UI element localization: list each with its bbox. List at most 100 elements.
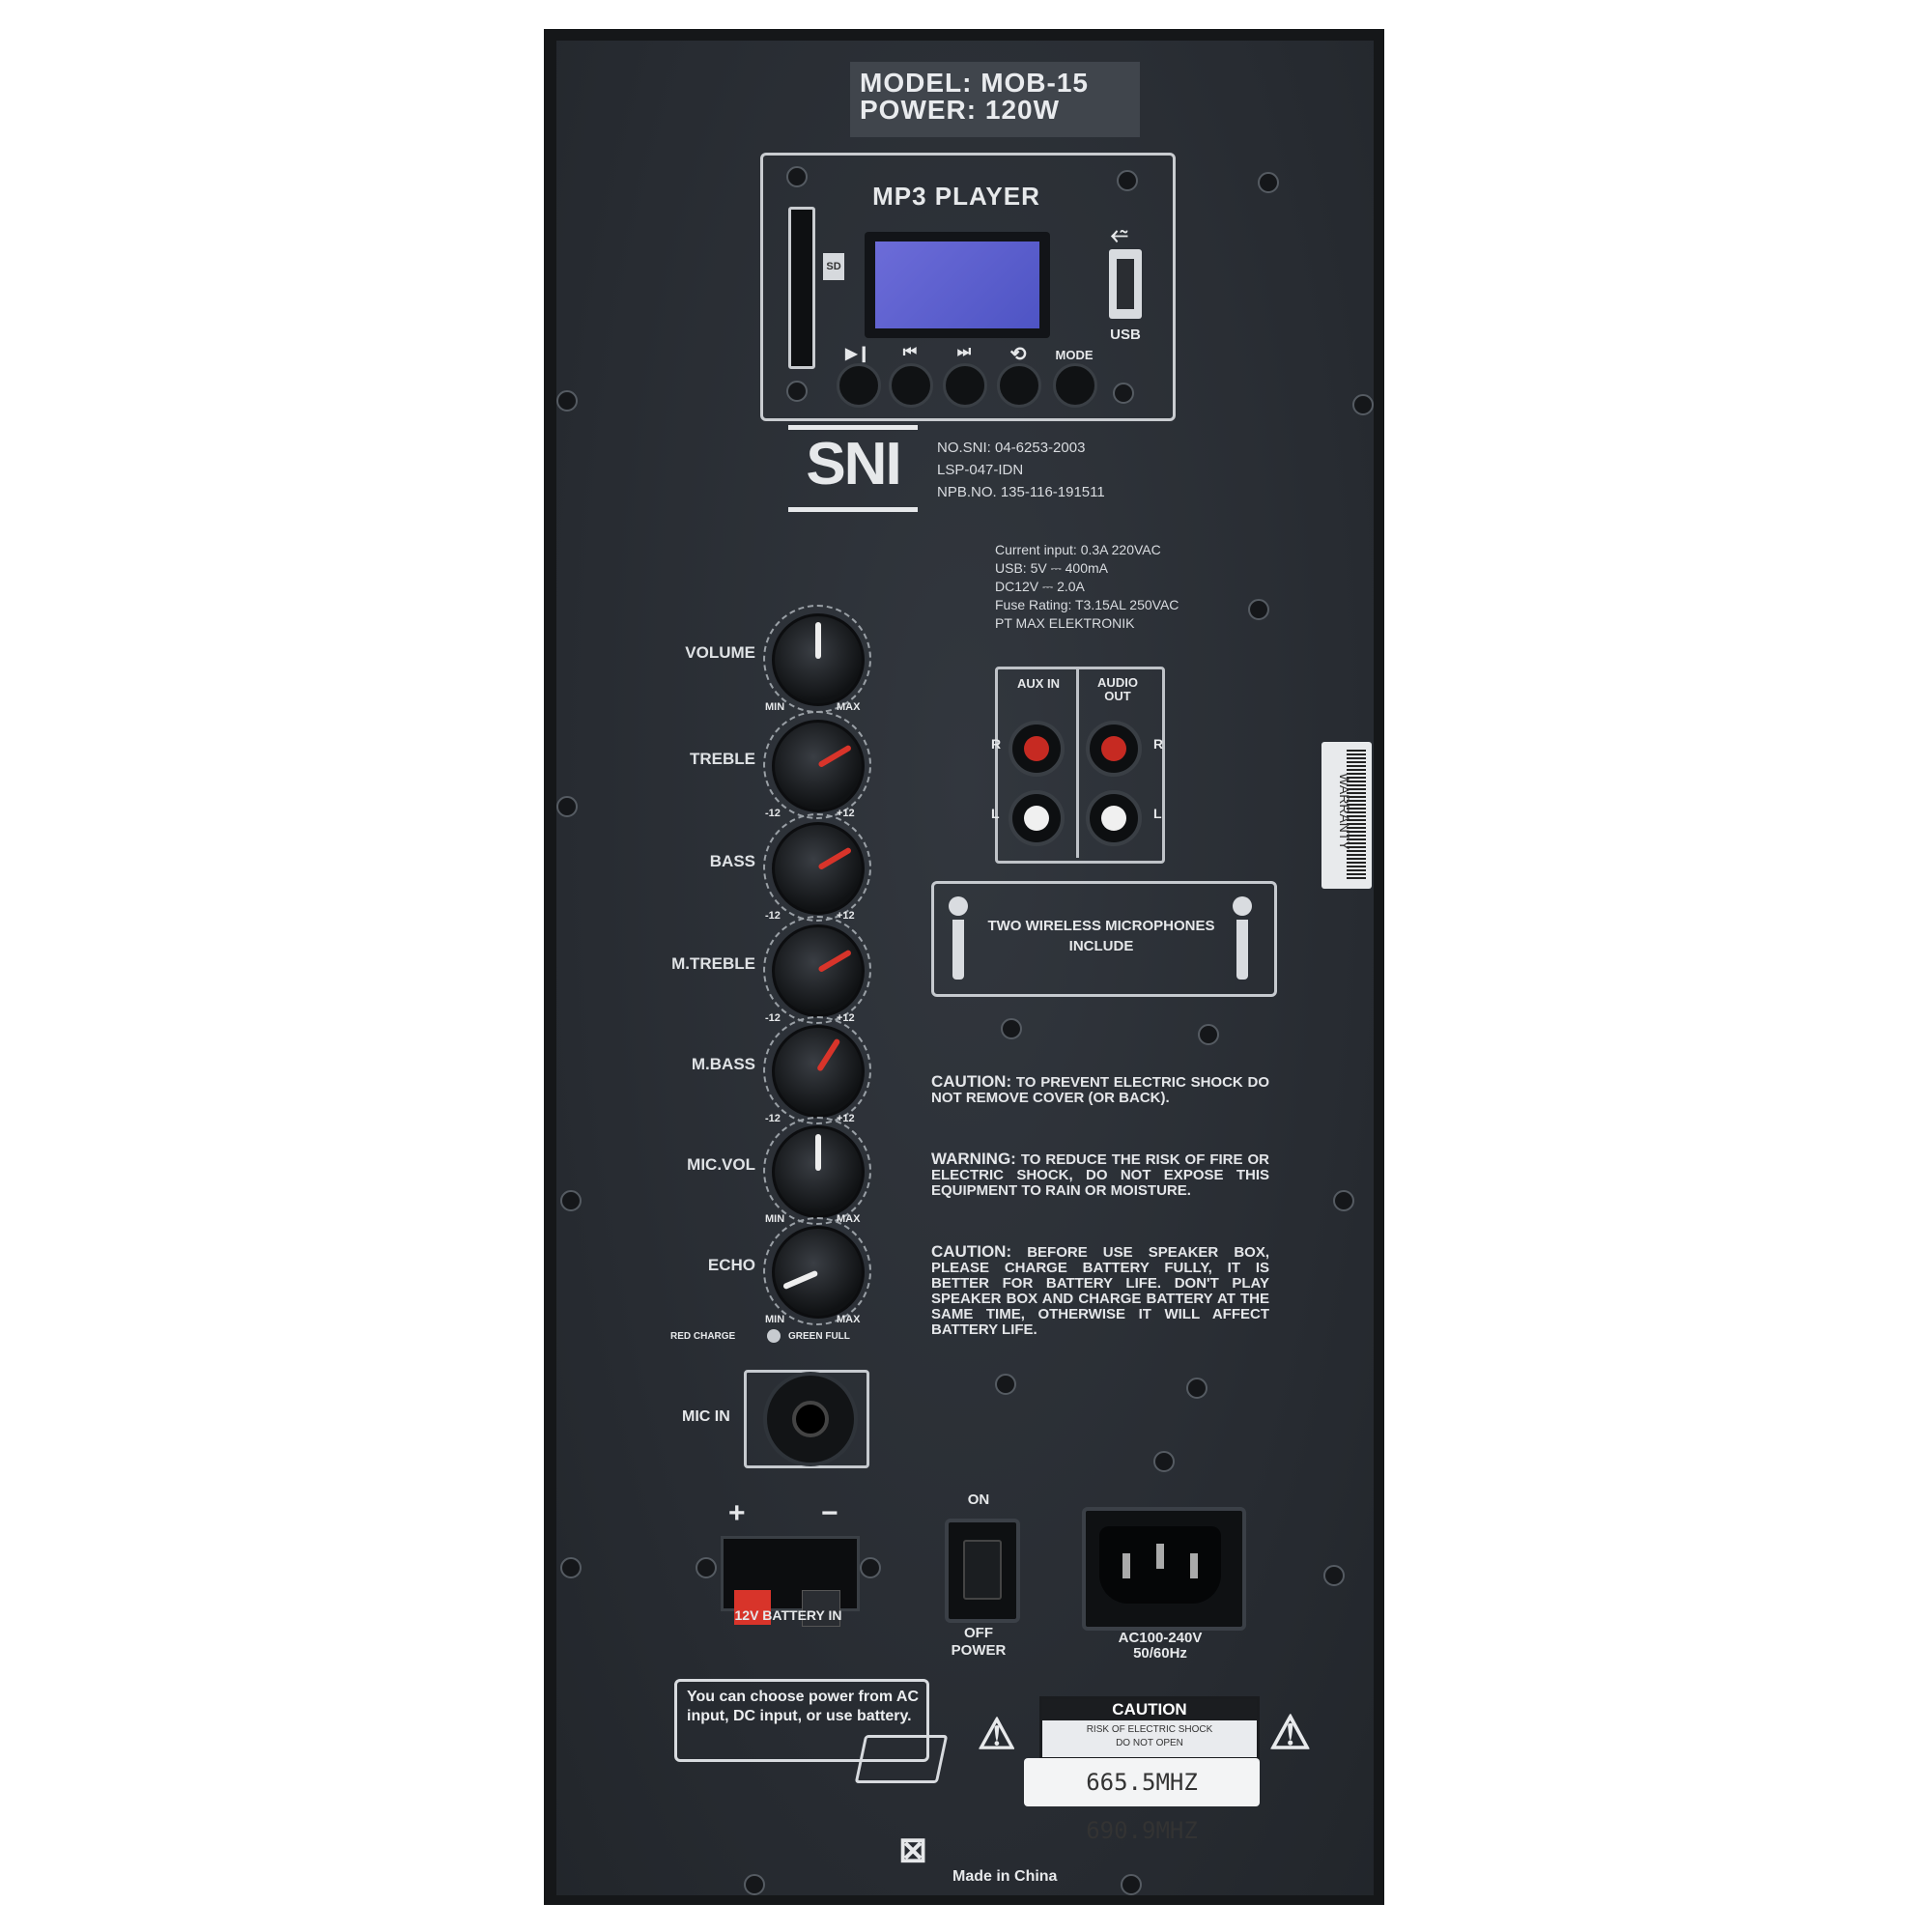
screw-icon	[696, 1557, 717, 1578]
knob-label: BASS	[709, 852, 755, 870]
spec-line: Current input: 0.3A 220VAC	[995, 542, 1161, 557]
knob-min-label: MIN	[765, 1213, 785, 1225]
spec-line: Fuse Rating: T3.15AL 250VAC	[995, 597, 1179, 612]
knob-pointer	[817, 744, 853, 769]
weee-bin-icon: ⊠	[898, 1830, 928, 1869]
spec-line: DC12V ⎓ 2.0A	[995, 579, 1085, 594]
mic-in-jack[interactable]	[763, 1372, 858, 1466]
screw-icon	[1198, 1024, 1219, 1045]
knob-max-label: +12	[837, 808, 855, 819]
next-button[interactable]	[943, 363, 987, 408]
mic-in-frame	[744, 1370, 869, 1468]
mp3-title: MP3 PLAYER	[872, 182, 1040, 211]
sd-card-slot[interactable]	[788, 207, 815, 369]
caution-label: CAUTION RISK OF ELECTRIC SHOCK DO NOT OP…	[1039, 1696, 1260, 1760]
previous-button[interactable]	[889, 363, 933, 408]
usb-icon: ⭉	[1111, 222, 1128, 246]
aux-in-left-jack[interactable]	[1009, 790, 1065, 846]
aux-in-label: AUX IN	[1016, 676, 1061, 691]
repeat-button[interactable]	[997, 363, 1041, 408]
play-pause-button[interactable]	[837, 363, 881, 408]
screw-icon	[560, 1557, 582, 1578]
power-label: POWER	[951, 1642, 1007, 1659]
usb-port[interactable]	[1109, 249, 1142, 319]
power-off-label: OFF	[964, 1625, 993, 1641]
mode-label: MODE	[1055, 348, 1094, 362]
made-in-label: Made in China	[952, 1868, 1058, 1885]
knob-m-treble[interactable]	[772, 924, 865, 1017]
frequency-sticker: 665.5MHZ 690.9MHZ	[1024, 1758, 1260, 1844]
lcd-screen	[875, 242, 1039, 328]
knob-label: M.BASS	[691, 1055, 755, 1073]
screw-icon	[1186, 1378, 1208, 1399]
microphone-icon	[949, 896, 968, 983]
knob-m-bass[interactable]	[772, 1025, 865, 1118]
power-text: POWER: 120W	[860, 95, 1061, 125]
screw-icon	[1352, 394, 1374, 415]
knob-volume[interactable]	[772, 613, 865, 706]
knob-label: TREBLE	[690, 750, 755, 768]
battery-minus-terminal[interactable]	[802, 1590, 840, 1627]
model-plate: MODEL: MOB-15 POWER: 120W	[850, 62, 1140, 137]
knob-pointer	[815, 622, 821, 659]
knob-mic-vol[interactable]	[772, 1125, 865, 1218]
knob-max-label: MAX	[837, 1314, 861, 1325]
battery-plus-label: +	[728, 1497, 746, 1529]
model-text: MODEL: MOB-15	[860, 68, 1089, 98]
warranty-sticker: WARRANTY	[1321, 742, 1372, 889]
battery-plus-terminal[interactable]	[734, 1590, 771, 1625]
screw-icon	[1117, 170, 1138, 191]
barcode	[1347, 750, 1366, 881]
knob-pointer	[817, 846, 853, 871]
mp3-player-module	[760, 153, 1176, 421]
screw-icon	[860, 1557, 881, 1578]
rca-r-label: R	[991, 736, 1002, 752]
knob-min-label: -12	[765, 808, 781, 819]
sd-icon: SD	[823, 253, 844, 280]
knob-pointer	[815, 1134, 821, 1171]
cert-info: NO.SNI: 04-6253-2003 LSP-047-IDN NPB.NO.…	[937, 437, 1105, 503]
spec-line: USB: 5V ⎓ 400mA	[995, 560, 1108, 576]
power-switch[interactable]	[945, 1519, 1020, 1623]
warning-text: WARNING: TO REDUCE THE RISK OF FIRE OR E…	[931, 1150, 1269, 1199]
knob-label: MIC.VOL	[687, 1155, 755, 1174]
screw-icon	[556, 796, 578, 817]
charge-red-label: RED CHARGE	[670, 1331, 736, 1342]
screw-icon	[1121, 1874, 1142, 1895]
audio-out-left-jack[interactable]	[1086, 790, 1142, 846]
specs-block: Current input: 0.3A 220VAC USB: 5V ⎓ 400…	[995, 541, 1179, 633]
mode-button[interactable]	[1053, 363, 1097, 408]
knob-echo[interactable]	[772, 1226, 865, 1319]
cert-line: NPB.NO. 135-116-191511	[937, 484, 1105, 500]
spec-line: PT MAX ELEKTRONIK	[995, 615, 1135, 631]
knob-bass[interactable]	[772, 822, 865, 915]
screw-icon	[1153, 1451, 1175, 1472]
screw-icon	[1248, 599, 1269, 620]
mic-banner-text: TWO WIRELESS MICROPHONES INCLUDE	[987, 918, 1215, 954]
screw-icon	[744, 1874, 765, 1895]
caution-text-2: CAUTION: BEFORE USE SPEAKER BOX, PLEASE …	[931, 1242, 1269, 1338]
rca-r-label: R	[1153, 736, 1164, 752]
knob-label: ECHO	[707, 1256, 755, 1274]
screw-icon	[786, 166, 808, 187]
rca-l-label: L	[991, 806, 1000, 821]
warranty-label: WARRANTY	[1337, 773, 1352, 850]
exclamation-warning-icon: ⚠	[1269, 1708, 1312, 1759]
screw-icon	[995, 1374, 1016, 1395]
knob-pointer	[782, 1269, 819, 1291]
cert-line: NO.SNI: 04-6253-2003	[937, 440, 1086, 456]
usb-label: USB	[1110, 327, 1141, 343]
knob-scale	[763, 1217, 871, 1325]
knob-max-label: MAX	[837, 1213, 861, 1225]
mic-in-label: MIC IN	[682, 1408, 730, 1425]
next-icon: ⏭	[956, 344, 972, 360]
audio-out-right-jack[interactable]	[1086, 721, 1142, 777]
knob-max-label: +12	[837, 910, 855, 922]
caution-text-1: CAUTION: TO PREVENT ELECTRIC SHOCK DO NO…	[931, 1072, 1269, 1106]
knob-min-label: MIN	[765, 701, 785, 713]
knob-min-label: -12	[765, 1113, 781, 1124]
aux-in-right-jack[interactable]	[1009, 721, 1065, 777]
knob-treble[interactable]	[772, 720, 865, 812]
ac-rating: AC100-240V 50/60Hz	[1118, 1630, 1203, 1662]
knob-min-label: -12	[765, 910, 781, 922]
